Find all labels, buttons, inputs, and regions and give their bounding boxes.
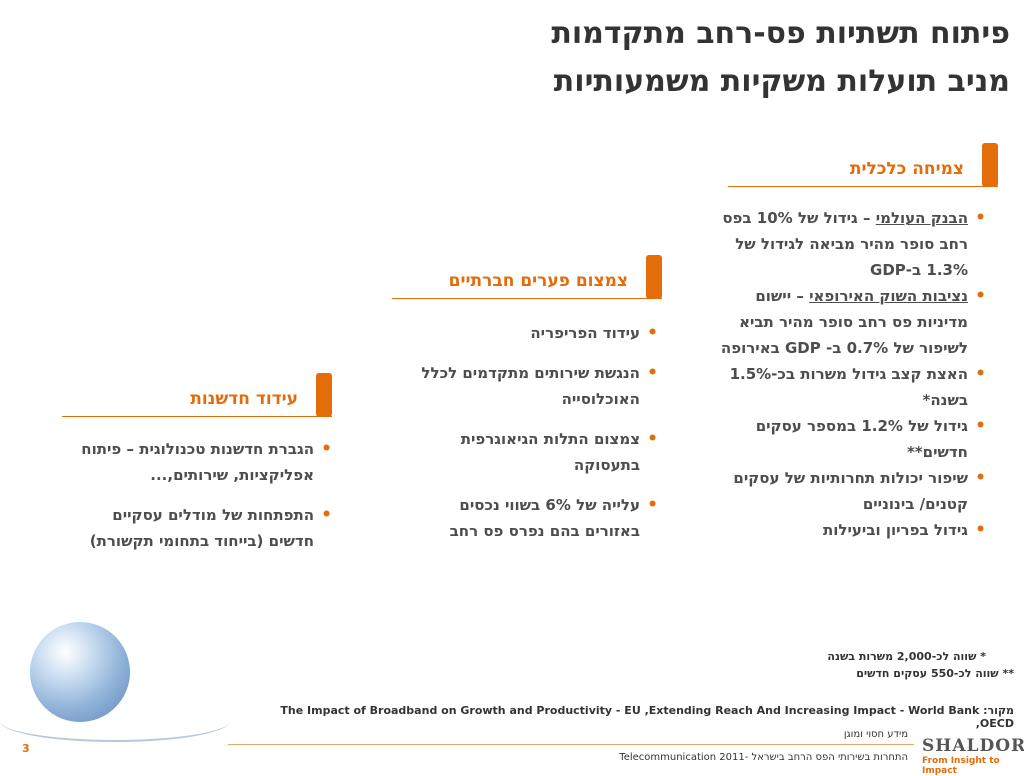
list-item: שיפור יכולות תחרותיות של עסקים קטנים/ בי… bbox=[718, 465, 988, 517]
page-subtitle: מניב תועלות משקיות משמעותיות bbox=[553, 64, 1010, 99]
list-item-text: שיפור יכולות תחרותיות של עסקים קטנים/ בי… bbox=[733, 469, 968, 513]
section-heading: צמיחה כלכלית bbox=[849, 159, 964, 179]
list-item: התפתחות של מודלים עסקיים חדשים (בייחוד ב… bbox=[64, 502, 334, 554]
source-citation: מקור: The Impact of Broadband on Growth … bbox=[254, 704, 1014, 730]
logo-tagline: From Insight to Impact bbox=[922, 756, 1000, 776]
list-item-text: – יישום מדיניות פס רחב סופר מהיר תביא לש… bbox=[720, 287, 968, 357]
bullet-list: הבנק העולמי – גידול של 10% בפס רחב סופר … bbox=[718, 205, 988, 543]
company-logo: SHALDOR From Insight to Impact bbox=[922, 736, 1024, 776]
footnote-businesses: ** שווה לכ-550 עסקים חדשים bbox=[856, 667, 1014, 680]
source-name: הבנק העולמי bbox=[875, 209, 968, 227]
footer-text: התחרות בשירותי הפס הרחב בישראל -Telecomm… bbox=[619, 752, 908, 763]
list-item: הנגשת שירותים מתקדמים לכלל האוכלוסייה bbox=[400, 360, 660, 412]
source-name: נציבות השוק האירופאי bbox=[809, 287, 968, 305]
page-number: 3 bbox=[22, 742, 30, 755]
source-text: The Impact of Broadband on Growth and Pr… bbox=[280, 704, 1014, 730]
section-divider bbox=[728, 186, 998, 187]
list-item: צמצום התלות הגיאוגרפית בתעסוקה bbox=[400, 426, 660, 478]
page-title: פיתוח תשתיות פס-רחב מתקדמות bbox=[551, 16, 1010, 51]
list-item-text: גידול בפריון וביעילות bbox=[823, 521, 968, 539]
list-item: גידול של 1.2% במספר עסקים חדשים** bbox=[718, 413, 988, 465]
list-item: עידוד הפריפריה bbox=[400, 320, 660, 346]
list-item: עלייה של 6% בשווי נכסים באזורים בהם נפרס… bbox=[400, 492, 660, 544]
confidential-label: מידע חסוי ומוגן bbox=[843, 729, 908, 740]
section-divider bbox=[392, 298, 662, 299]
decorative-swoosh bbox=[0, 700, 230, 742]
list-item: נציבות השוק האירופאי – יישום מדיניות פס … bbox=[718, 283, 988, 361]
source-label: מקור: bbox=[983, 704, 1014, 717]
section-tab-marker bbox=[316, 373, 332, 417]
footnote-jobs: * שווה לכ-2,000 משרות בשנה bbox=[827, 650, 986, 663]
section-tab-marker bbox=[646, 255, 662, 299]
list-item: הבנק העולמי – גידול של 10% בפס רחב סופר … bbox=[718, 205, 988, 283]
list-item-text: גידול של 1.2% במספר עסקים חדשים** bbox=[755, 417, 968, 461]
section-divider bbox=[62, 416, 332, 417]
list-item: גידול בפריון וביעילות bbox=[718, 517, 988, 543]
list-item-text: האצת קצב גידול משרות בכ-1.5% בשנה* bbox=[729, 365, 968, 409]
list-item: האצת קצב גידול משרות בכ-1.5% בשנה* bbox=[718, 361, 988, 413]
list-item-text: – גידול של 10% בפס רחב סופר מהיר מביאה ל… bbox=[722, 209, 968, 279]
section-tab-marker bbox=[982, 143, 998, 187]
logo-wordmark: SHALDOR bbox=[922, 736, 1024, 756]
list-item: הגברת חדשנות טכנולוגית – פיתוח אפליקציות… bbox=[64, 436, 334, 488]
footer-divider bbox=[228, 744, 914, 745]
section-heading: צמצום פערים חברתיים bbox=[448, 271, 628, 291]
bullet-list: הגברת חדשנות טכנולוגית – פיתוח אפליקציות… bbox=[64, 436, 334, 554]
section-heading: עידוד חדשנות bbox=[190, 389, 298, 409]
bullet-list: עידוד הפריפריה הנגשת שירותים מתקדמים לכל… bbox=[400, 320, 660, 544]
